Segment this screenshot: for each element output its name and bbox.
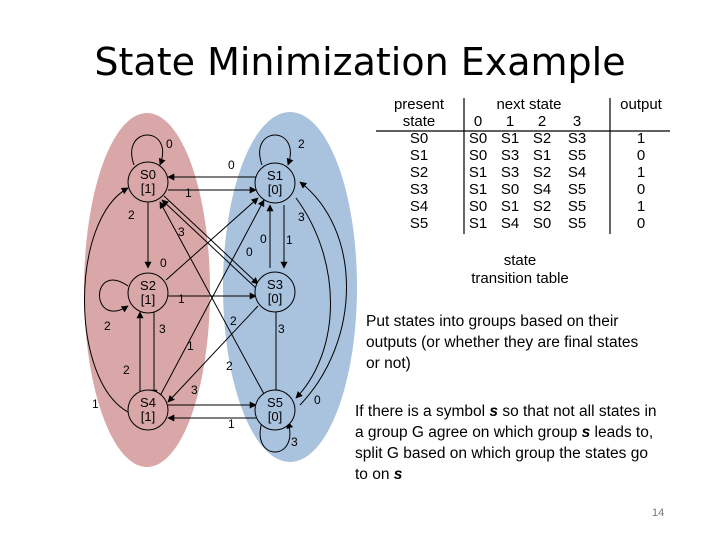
table-row: S5 S1 S4 S0 S5 0	[409, 215, 646, 232]
svg-text:S5: S5	[267, 395, 283, 410]
state-s2: S2 [1]	[127, 272, 169, 314]
state-s0: S0 [1]	[127, 161, 169, 203]
table-row: S2 S1 S3 S2 S4 1	[409, 164, 646, 181]
state-s1: S1 [0]	[254, 162, 296, 204]
header-input-1: 1	[505, 113, 515, 130]
header-input-3: 3	[572, 113, 582, 130]
edge-s5-s5	[259, 421, 294, 453]
svg-text:S3: S3	[267, 277, 283, 292]
edge-label-s1-s3: 1	[286, 233, 293, 247]
edge-s5-s1	[299, 181, 347, 406]
edge-labels: 0 0 1 2 2 3 3 0 1 0 0 1 2 3 2 3 1 2 2 1 …	[92, 137, 321, 449]
edge-label-s1-s5: 3	[298, 210, 305, 224]
slide-title: State Minimization Example	[94, 40, 626, 84]
edge-label-s4-s5: 3	[191, 383, 198, 397]
edge-label-s3-s0: 1	[187, 339, 194, 353]
state-s5: S5 [0]	[254, 389, 296, 431]
svg-text:[0]: [0]	[268, 182, 282, 197]
svg-text:[0]: [0]	[268, 291, 282, 306]
svg-text:S2: S2	[140, 278, 156, 293]
edge-label-s2-s2: 2	[104, 319, 111, 333]
edge-s1-s1	[259, 134, 294, 166]
edge-label-s2-s4: 3	[159, 322, 166, 336]
state-s4: S4 [1]	[127, 389, 169, 431]
header-present: present	[393, 96, 445, 113]
grouping-paragraph: Put states into groups based on their ou…	[366, 313, 639, 372]
edge-s3-s0	[161, 199, 259, 291]
svg-text:S1: S1	[267, 168, 283, 183]
table-header-row-2: state 0 1 2 3	[376, 113, 686, 130]
edge-label-s4-s2: 2	[123, 363, 130, 377]
edge-s5-s0	[159, 201, 265, 395]
edge-label-s0-s1: 1	[185, 186, 192, 200]
header-state: state	[402, 113, 436, 130]
edge-label-s0-s0: 0	[166, 137, 173, 151]
edge-label-s3-s1: 0	[260, 232, 267, 246]
svg-text:S4: S4	[140, 395, 156, 410]
svg-text:[0]: [0]	[268, 409, 282, 424]
svg-text:S0: S0	[140, 167, 156, 182]
table-caption: state transition table	[471, 252, 569, 287]
edge-label-s5-s1: 0	[314, 393, 321, 407]
splitting-paragraph: If there is a symbol s so that not all s…	[355, 403, 657, 483]
edge-label-s5-s4: 1	[228, 417, 235, 431]
header-output: output	[620, 96, 662, 113]
header-input-0: 0	[473, 113, 483, 130]
edge-label-s5-s0: 2	[226, 359, 233, 373]
edge-label-s5-s5: 3	[291, 435, 298, 449]
header-next-state: next state	[496, 96, 562, 113]
edge-label-s2-s1: 0	[160, 256, 167, 270]
edge-label-s1-s0: 0	[228, 158, 235, 172]
state-transition-table: present next state output state 0 1 2 3 …	[376, 96, 696, 286]
svg-text:[1]: [1]	[141, 181, 155, 196]
edge-label-s2-s3: 1	[178, 292, 185, 306]
edge-s2-s1	[165, 197, 259, 281]
state-s3: S3 [0]	[254, 271, 296, 313]
table-row: S0 S0 S1 S2 S3 1	[409, 130, 646, 147]
svg-text:[1]: [1]	[141, 292, 155, 307]
edge-s3-s4	[167, 305, 259, 403]
table-row: S3 S1 S0 S4 S5 0	[409, 181, 646, 198]
edge-label-s3-s5: 3	[278, 322, 285, 336]
edge-label-s0-s3: 3	[178, 225, 185, 239]
edge-s2-s2	[99, 279, 129, 313]
edge-s1-s5	[295, 197, 331, 399]
table-row: S1 S0 S3 S1 S5 0	[409, 147, 646, 164]
edge-label-s4-s1: 0	[246, 245, 253, 259]
svg-text:[1]: [1]	[141, 409, 155, 424]
table-row: S4 S0 S1 S2 S5 1	[409, 198, 646, 215]
page-number: 14	[652, 507, 665, 519]
edge-label-s0-s2: 2	[128, 208, 135, 222]
edge-s4-s0	[84, 187, 129, 413]
edge-label-s4-s0: 1	[92, 397, 99, 411]
table-header-row-1: present next state output	[376, 96, 686, 113]
header-input-2: 2	[537, 113, 547, 130]
edge-label-s3-s4: 2	[230, 314, 237, 328]
edge-s0-s0	[131, 134, 166, 166]
edge-label-s1-s1: 2	[298, 137, 305, 151]
